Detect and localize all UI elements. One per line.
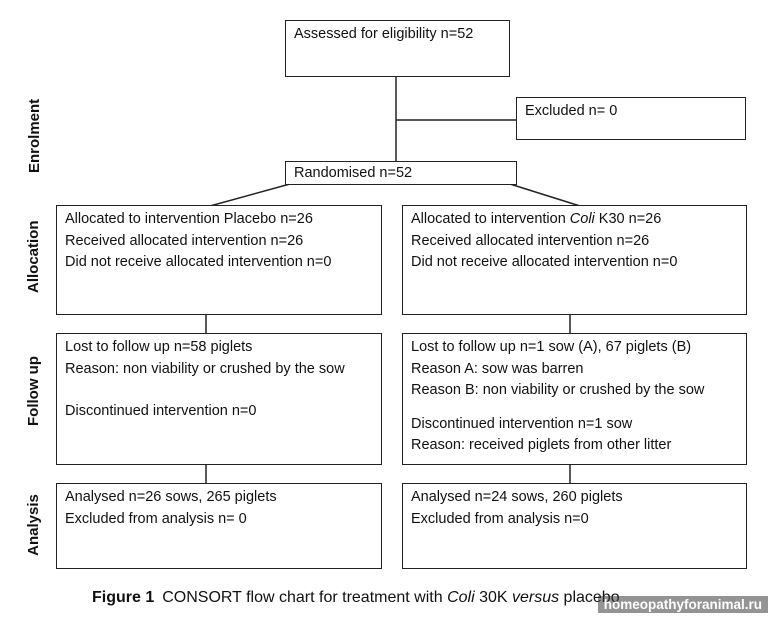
- follow-up-right-line3: Reason B: non viability or crushed by th…: [411, 382, 705, 398]
- allocation-left-line1: Allocated to intervention Placebo n=26: [65, 211, 313, 227]
- excluded-text: Excluded n= 0: [525, 103, 618, 119]
- allocation-right-line3: Did not receive allocated intervention n…: [411, 254, 678, 270]
- follow-up-right-line4: Discontinued intervention n=1 sow: [411, 415, 633, 432]
- follow-up-right-line1: Lost to follow up n=1 sow (A), 67 piglet…: [411, 339, 692, 355]
- follow-up-left-line2: Reason: non viability or crushed by the …: [65, 360, 345, 377]
- analysis-left-line1: Analysed n=26 sows, 265 piglets: [65, 489, 277, 505]
- analysis-left-line2: Excluded from analysis n= 0: [65, 510, 247, 527]
- figure-caption-text2: 30K: [474, 589, 512, 606]
- excluded-box: Excluded n= 0: [516, 97, 746, 140]
- analysis-right-box: Analysed n=24 sows, 260 piglets Excluded…: [402, 483, 747, 569]
- follow-up-left-line1: Lost to follow up n=58 piglets: [65, 339, 253, 355]
- follow-up-left-line3: Discontinued intervention n=0: [65, 403, 257, 419]
- allocation-left-box: Allocated to intervention Placebo n=26 R…: [56, 205, 382, 315]
- randomised-text: Randomised n=52: [294, 165, 413, 181]
- assessed-box: Assessed for eligibility n=52: [285, 20, 510, 77]
- allocation-left-line3: Did not receive allocated intervention n…: [65, 254, 332, 270]
- figure-caption-italic1: Coli: [447, 589, 475, 606]
- analysis-left-box: Analysed n=26 sows, 265 piglets Excluded…: [56, 483, 382, 569]
- connector-randomised-left: [209, 183, 291, 207]
- allocation-left-line2: Received allocated intervention n=26: [65, 232, 304, 249]
- figure-caption: Figure 1 CONSORT flow chart for treatment…: [92, 589, 620, 607]
- allocation-right-line2: Received allocated intervention n=26: [411, 232, 650, 249]
- follow-up-left-box: Lost to follow up n=58 piglets Reason: n…: [56, 333, 382, 465]
- randomised-box: Randomised n=52: [285, 161, 517, 185]
- allocation-right-line1: Allocated to intervention Coli K30 n=26: [411, 209, 738, 231]
- assessed-text: Assessed for eligibility n=52: [294, 26, 474, 42]
- follow-up-right-line5: Reason: received piglets from other litt…: [411, 437, 672, 453]
- allocation-right-box: Allocated to intervention Coli K30 n=26 …: [402, 205, 747, 315]
- analysis-right-line1: Analysed n=24 sows, 260 piglets: [411, 489, 623, 505]
- allocation-right-line1-suffix: K30 n=26: [594, 211, 662, 227]
- follow-up-right-box: Lost to follow up n=1 sow (A), 67 piglet…: [402, 333, 747, 465]
- allocation-right-line1-prefix: Allocated to intervention: [411, 211, 570, 227]
- allocation-right-line1-italic: Coli: [569, 211, 595, 227]
- watermark: homeopathyforanimal.ru: [597, 596, 768, 613]
- connector-randomised-right: [509, 183, 581, 207]
- figure-caption-text1: CONSORT flow chart for treatment with: [162, 589, 448, 606]
- follow-up-right-line2: Reason A: sow was barren: [411, 360, 584, 377]
- analysis-right-line2: Excluded from analysis n=0: [411, 510, 589, 527]
- figure-caption-italic2: versus: [511, 589, 560, 606]
- figure-caption-label: Figure 1: [92, 589, 155, 606]
